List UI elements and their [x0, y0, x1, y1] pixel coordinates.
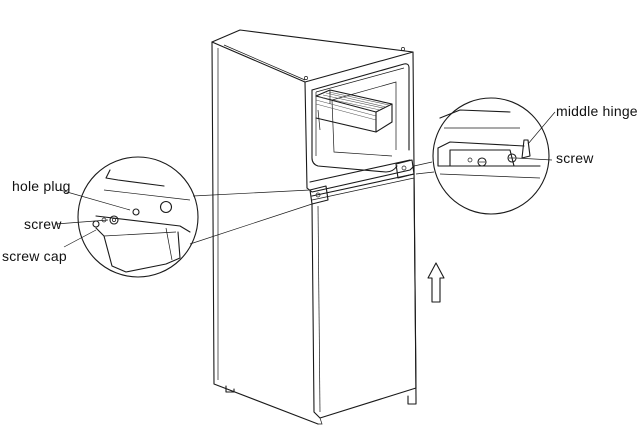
screw-label-left: screw — [24, 216, 62, 232]
up-arrow-icon — [427, 262, 445, 303]
left-detail-magnifier — [55, 156, 313, 278]
screw-cap-label: screw cap — [2, 248, 67, 264]
screw-label-right: screw — [556, 150, 594, 166]
right-detail-magnifier — [413, 97, 556, 215]
middle-hinge-label: middle hinge — [556, 103, 637, 119]
hole-plug-shape — [159, 200, 173, 214]
hole-plug-label: hole plug — [12, 178, 71, 194]
